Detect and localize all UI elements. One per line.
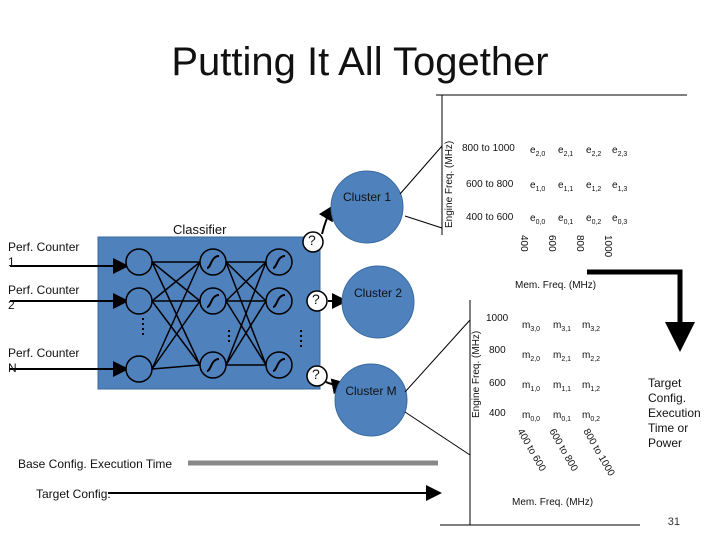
mem-table-ylabel: Engine Freq. (MHz) <box>471 330 482 418</box>
engine-cell: e0,0 <box>530 213 546 226</box>
engine-col-label: 600 <box>546 235 557 252</box>
connector-cluster-1b <box>404 215 443 229</box>
cluster-m-circle <box>334 363 408 437</box>
cluster-1-circle <box>330 170 404 244</box>
input-label-2: Perf. Counter 2 <box>8 283 80 312</box>
network-edges <box>151 261 267 370</box>
mem-cell: m2,1 <box>553 350 572 363</box>
engine-row-label: 800 to 1000 <box>462 143 515 154</box>
mem-row-label: 600 <box>489 378 506 389</box>
mem-row-label: 400 <box>489 408 506 419</box>
connector-cluster-mb <box>404 411 471 456</box>
engine-table-xlabel: Mem. Freq. (MHz) <box>515 280 597 291</box>
sigmoid-icon <box>206 255 286 372</box>
engine-row-label: 600 to 800 <box>466 179 514 190</box>
engine-table-ylabel: Engine Freq. (MHz) <box>444 140 455 228</box>
engine-col-label: 800 <box>574 235 585 252</box>
mem-cell: m3,0 <box>522 320 541 333</box>
output-question-2: ? <box>312 291 320 307</box>
output-question-1: ? <box>308 232 316 248</box>
output-node-m <box>306 365 328 387</box>
cluster-2-label: Cluster 2 <box>353 286 403 300</box>
mem-cell: m2,2 <box>582 350 601 363</box>
legend-target-label: Target Config. <box>36 487 111 501</box>
mem-cell: m1,0 <box>522 380 541 393</box>
arrow-to-cluster-1 <box>318 204 335 235</box>
engine-cell: e0,3 <box>612 213 628 226</box>
output-arrow <box>587 269 695 352</box>
engine-cell: e1,3 <box>612 180 628 193</box>
engine-cell: e0,2 <box>586 213 602 226</box>
output-node-2 <box>306 290 328 312</box>
engine-cell: e1,1 <box>558 180 574 193</box>
engine-cell: e2,3 <box>612 145 628 158</box>
engine-table-bg <box>442 95 687 235</box>
engine-cell: e2,1 <box>558 145 574 158</box>
engine-cell: e2,2 <box>586 145 602 158</box>
input-label-1: Perf. Counter 1 <box>8 240 80 269</box>
input-node-1 <box>125 248 153 276</box>
cluster-m-label: Cluster M <box>345 384 397 398</box>
legend-base-label: Base Config. Execution Time <box>18 457 173 471</box>
mem-cell: m0,1 <box>553 410 572 423</box>
engine-cell: e1,2 <box>586 180 602 193</box>
output-label: Target Config. Execution Time or Power <box>648 376 701 450</box>
engine-cell: e0,1 <box>558 213 574 226</box>
engine-cell: e1,0 <box>530 180 546 193</box>
mem-cell: m1,1 <box>553 380 572 393</box>
connector-cluster-m <box>404 319 471 393</box>
engine-col-label: 1000 <box>602 235 613 258</box>
page-number: 31 <box>667 516 680 528</box>
mem-row-label: 1000 <box>486 313 509 324</box>
classifier-label: Classifier <box>173 222 227 237</box>
mem-cell: m0,2 <box>582 410 601 423</box>
input-node-n <box>125 355 153 383</box>
mem-cell: m3,1 <box>553 320 572 333</box>
mem-cell: m0,0 <box>522 410 541 423</box>
input-label-n: Perf. Counter N <box>8 346 80 375</box>
mem-table-xlabel: Mem. Freq. (MHz) <box>512 497 594 508</box>
output-question-m: ? <box>312 366 320 382</box>
mem-row-label: 800 <box>489 345 506 356</box>
mem-cell: m1,2 <box>582 380 601 393</box>
engine-col-label: 400 <box>518 235 529 252</box>
output-node-1 <box>302 231 324 253</box>
mem-cell: m2,0 <box>522 350 541 363</box>
mem-cell: m3,2 <box>582 320 601 333</box>
cluster-1-label: Cluster 1 <box>342 190 392 204</box>
input-node-2 <box>125 287 153 315</box>
connector-cluster-1 <box>399 145 443 195</box>
engine-row-label: 400 to 600 <box>466 212 514 223</box>
hidden-layer-nodes <box>199 248 293 379</box>
slide-title: Putting It All Together <box>171 40 549 84</box>
cluster-2-circle <box>341 265 415 339</box>
engine-cell: e2,0 <box>530 145 546 158</box>
ellipsis-dots <box>142 318 302 347</box>
